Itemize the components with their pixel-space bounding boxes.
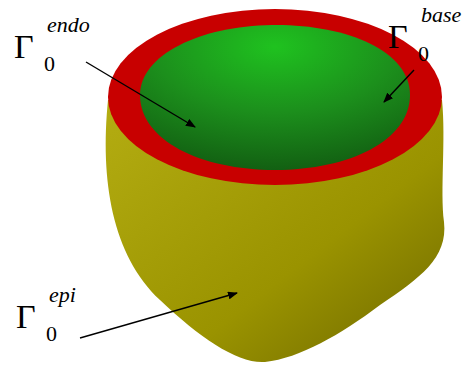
boundary-symbol: Γ — [16, 300, 36, 334]
boundary-symbol: Γ — [14, 30, 34, 64]
boundary-subscript: 0 — [44, 53, 55, 75]
boundary-subscript: 0 — [46, 323, 57, 345]
leader-arrow — [384, 70, 414, 102]
base-ring — [108, 9, 442, 185]
boundary-symbol: Γ — [388, 20, 408, 54]
leader-arrow — [86, 62, 195, 127]
endocardium-surface — [140, 25, 410, 170]
boundary-superscript: epi — [49, 284, 76, 306]
boundary-subscript: 0 — [418, 43, 429, 65]
boundary-superscript: base — [421, 4, 461, 26]
leader-arrow — [80, 293, 237, 338]
boundary-superscript: endo — [47, 14, 90, 36]
